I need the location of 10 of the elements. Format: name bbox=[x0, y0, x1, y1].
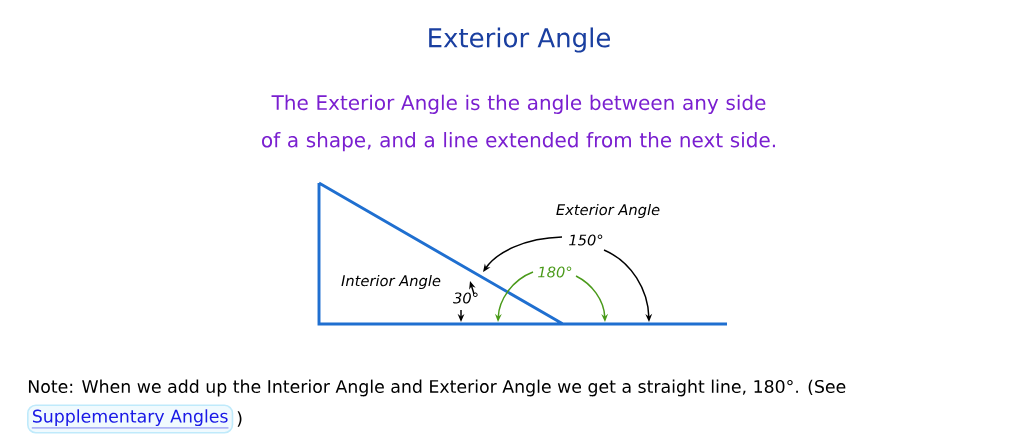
angle-value: 180° bbox=[538, 266, 572, 278]
subtitle: The Exterior Angle is the angle between any side of a shape, and a line extended from the next side. bbox=[262, 94, 775, 152]
angle-value: 30° bbox=[453, 292, 478, 304]
link: Supplementary Angles bbox=[27, 404, 234, 434]
angle-label: Interior Angle bbox=[341, 274, 441, 290]
angle-value: 150° bbox=[569, 234, 603, 246]
note-text: Note: When we add up the Interior Angle and Exterior Angle we get a straight line, 180°. (See bbox=[28, 379, 846, 397]
diagram-title: Exterior Angle bbox=[429, 27, 610, 53]
note-text: ) bbox=[237, 411, 242, 427]
angle-label: Exterior Angle bbox=[556, 203, 660, 219]
